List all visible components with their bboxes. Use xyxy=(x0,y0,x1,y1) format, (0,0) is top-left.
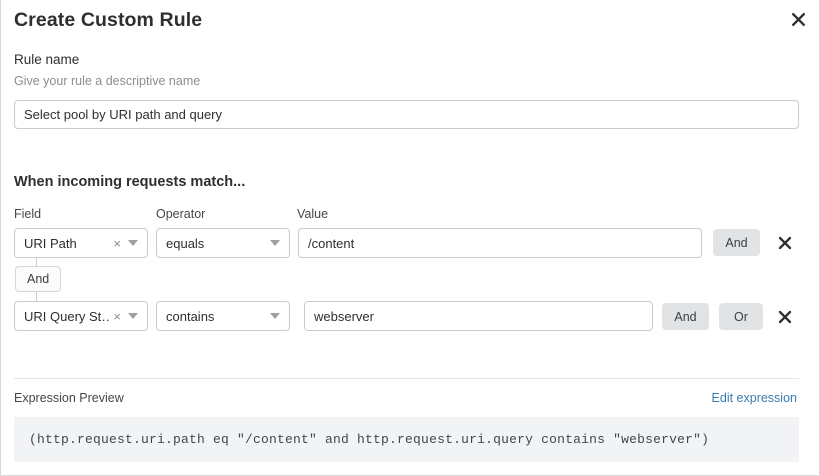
field-select-row-1-value: URI Path xyxy=(24,235,77,251)
operator-select-row-2[interactable]: contains xyxy=(156,301,290,331)
field-clear-icon-row-2[interactable]: × xyxy=(113,308,121,324)
and-button-row-2[interactable]: And xyxy=(662,303,709,330)
column-label-field: Field xyxy=(14,207,42,221)
chevron-down-icon-row-2-field xyxy=(128,313,138,319)
value-input-row-1[interactable] xyxy=(298,228,702,258)
close-icon-glyph xyxy=(778,310,792,324)
rule-name-help-text: Give your rule a descriptive name xyxy=(14,74,201,88)
field-select-row-2-value: URI Query St… xyxy=(24,308,112,324)
chevron-down-icon-row-1-field xyxy=(128,240,138,246)
operator-select-row-2-value: contains xyxy=(166,308,215,324)
edit-expression-link[interactable]: Edit expression xyxy=(711,391,797,405)
chevron-down-icon-row-1-operator xyxy=(270,240,280,246)
value-input-row-2[interactable] xyxy=(304,301,653,331)
remove-condition-row-1[interactable] xyxy=(774,232,796,254)
operator-select-row-1[interactable]: equals xyxy=(156,228,290,258)
rule-name-label: Rule name xyxy=(14,52,80,67)
and-button-row-1[interactable]: And xyxy=(713,229,760,256)
conditions-heading: When incoming requests match... xyxy=(14,174,246,190)
close-icon-glyph xyxy=(791,12,805,26)
column-label-operator: Operator xyxy=(156,207,206,221)
expression-preview-code-block: (http.request.uri.path eq "/content" and… xyxy=(14,417,799,462)
group-operator-and-badge[interactable]: And xyxy=(15,266,62,292)
column-label-value: Value xyxy=(297,207,329,221)
close-icon[interactable] xyxy=(785,6,811,32)
connector-line-bottom xyxy=(36,292,37,302)
field-clear-icon-row-1[interactable]: × xyxy=(113,235,121,251)
rule-name-input[interactable] xyxy=(14,100,799,129)
connector-line-top xyxy=(36,258,37,268)
operator-select-row-1-value: equals xyxy=(166,235,205,251)
expression-preview-label: Expression Preview xyxy=(14,391,124,405)
section-divider xyxy=(14,378,799,379)
remove-condition-row-2[interactable] xyxy=(774,306,796,328)
expression-preview-code: (http.request.uri.path eq "/content" and… xyxy=(29,432,710,447)
or-button-row-2[interactable]: Or xyxy=(719,303,763,330)
field-select-row-2[interactable]: URI Query St… × xyxy=(14,301,148,331)
chevron-down-icon-row-2-operator xyxy=(270,313,280,319)
page-title: Create Custom Rule xyxy=(14,9,203,31)
close-icon-glyph xyxy=(778,236,792,250)
field-select-row-1[interactable]: URI Path × xyxy=(14,228,148,258)
